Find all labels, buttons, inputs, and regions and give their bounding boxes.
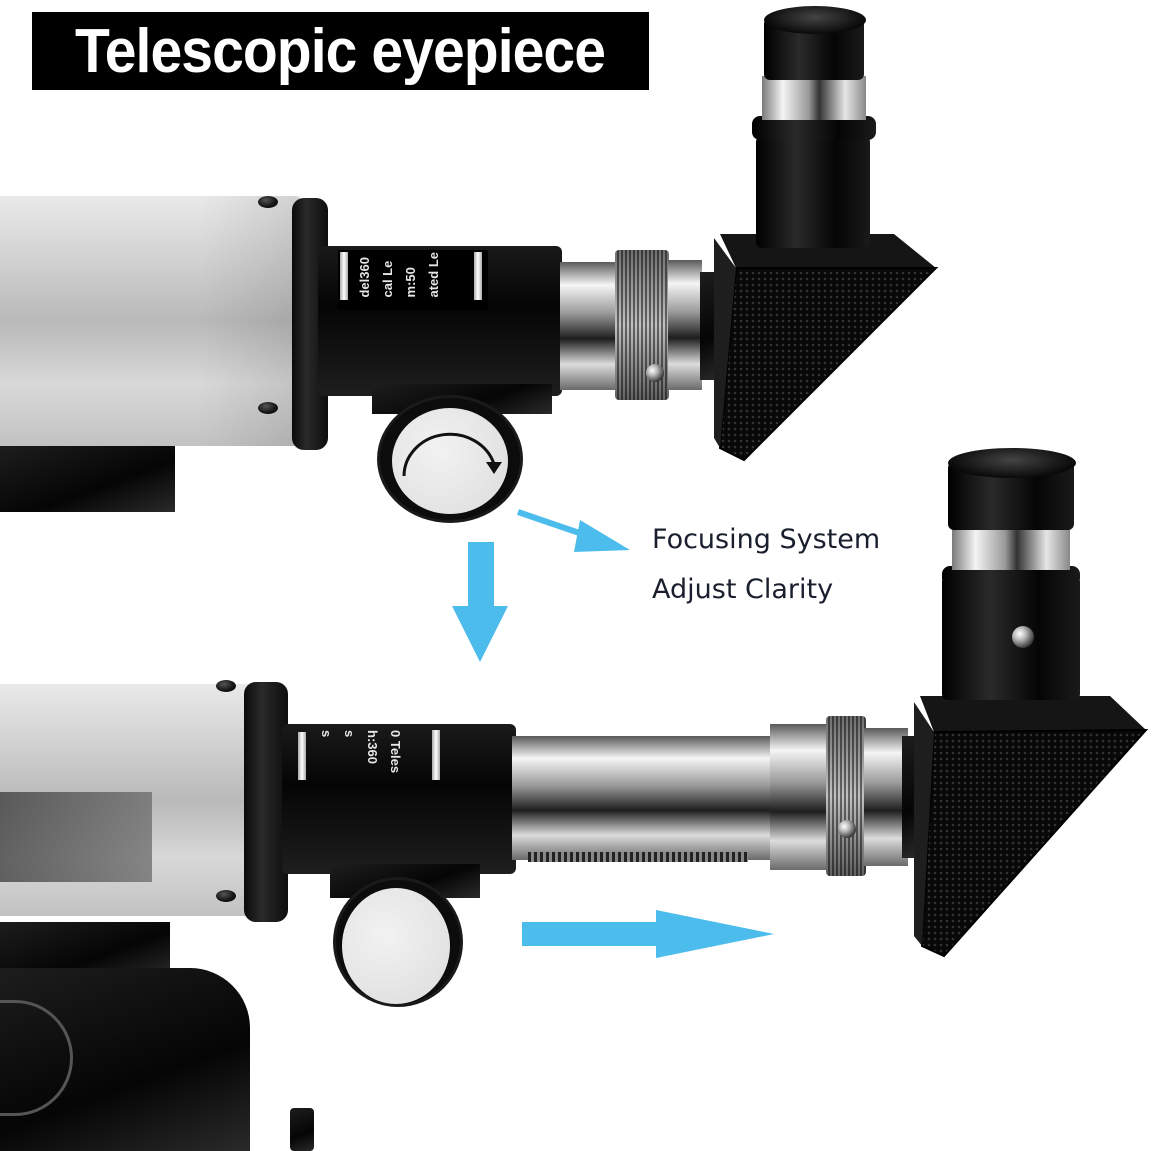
title-text: Telescopic eyepiece — [75, 16, 606, 86]
annotation-text: Focusing System Adjust Clarity — [652, 526, 880, 603]
bottom-knurled-ring — [826, 716, 866, 876]
top-label-stripe-left — [340, 252, 348, 300]
top-label-line-2: cal Le — [380, 260, 395, 298]
top-drawtube-end — [668, 260, 702, 390]
bottom-lock-screw — [838, 820, 856, 838]
bottom-label-line-4: s — [319, 730, 334, 738]
bottom-focus-knob-face — [342, 888, 450, 1004]
top-label-band — [338, 250, 488, 310]
bottom-screw-lower — [216, 890, 236, 902]
bottom-screw-upper — [216, 680, 236, 692]
annotation-line-adjust-clarity: Adjust Clarity — [652, 574, 834, 605]
bottom-eyepiece-rim — [948, 448, 1076, 478]
bottom-eyepiece-set-screw — [1012, 626, 1034, 648]
diagonal-arrow-icon — [517, 509, 630, 552]
top-focus-knob-face — [392, 408, 508, 514]
bottom-drawtube-sleeve — [770, 724, 828, 870]
title-banner: Telescopic eyepiece — [32, 12, 649, 90]
bottom-focus-rack — [528, 852, 748, 862]
bottom-label-stripe-right — [432, 730, 440, 780]
right-arrow-icon — [522, 910, 774, 958]
bottom-focuser-body — [282, 724, 516, 874]
bottom-label-line-1: 0 Teles — [388, 730, 403, 774]
bottom-end-cap — [244, 682, 288, 922]
top-lock-screw — [646, 364, 664, 382]
top-eyepiece-rim — [764, 6, 866, 34]
tripod-small-block — [290, 1108, 314, 1151]
top-label-line-3: m:50 — [403, 267, 418, 298]
down-arrow-icon — [452, 542, 508, 662]
bottom-star-diagonal — [914, 696, 1149, 958]
bottom-label-line-3: s — [342, 730, 357, 738]
bottom-extended-drawtube — [512, 736, 774, 860]
bottom-tube-label: 0 Teles h:360 s s — [319, 730, 403, 774]
top-tube-bracket — [0, 446, 175, 512]
rotate-clockwise-icon — [402, 432, 502, 477]
top-label-stripe-right — [474, 252, 482, 300]
top-label-line-4: ated Le — [426, 252, 441, 298]
top-eyepiece-ring — [752, 116, 876, 140]
bottom-label-stripe-left — [298, 732, 306, 780]
top-screw-lower — [258, 402, 278, 414]
bottom-eyepiece-ring — [942, 566, 1080, 586]
top-eyepiece-barrel — [756, 136, 870, 248]
bottom-label-line-2: h:360 — [365, 730, 380, 764]
top-label-line-1: del360 — [357, 257, 372, 298]
top-screw-upper — [258, 196, 278, 208]
top-star-diagonal — [714, 234, 939, 462]
top-tube-label: del360 cal Le m:50 ated Le — [357, 252, 441, 298]
bottom-eyepiece-glass — [952, 528, 1070, 570]
top-drawtube — [560, 262, 616, 390]
bottom-drawtube-end — [864, 728, 908, 866]
top-eyepiece-glass — [762, 76, 866, 120]
bottom-tube-decal — [0, 792, 152, 882]
bottom-eyepiece-barrel — [942, 576, 1080, 700]
annotation-line-focusing-system: Focusing System — [652, 524, 881, 555]
top-tube-shade — [200, 196, 300, 446]
top-silver-tube — [0, 196, 300, 446]
